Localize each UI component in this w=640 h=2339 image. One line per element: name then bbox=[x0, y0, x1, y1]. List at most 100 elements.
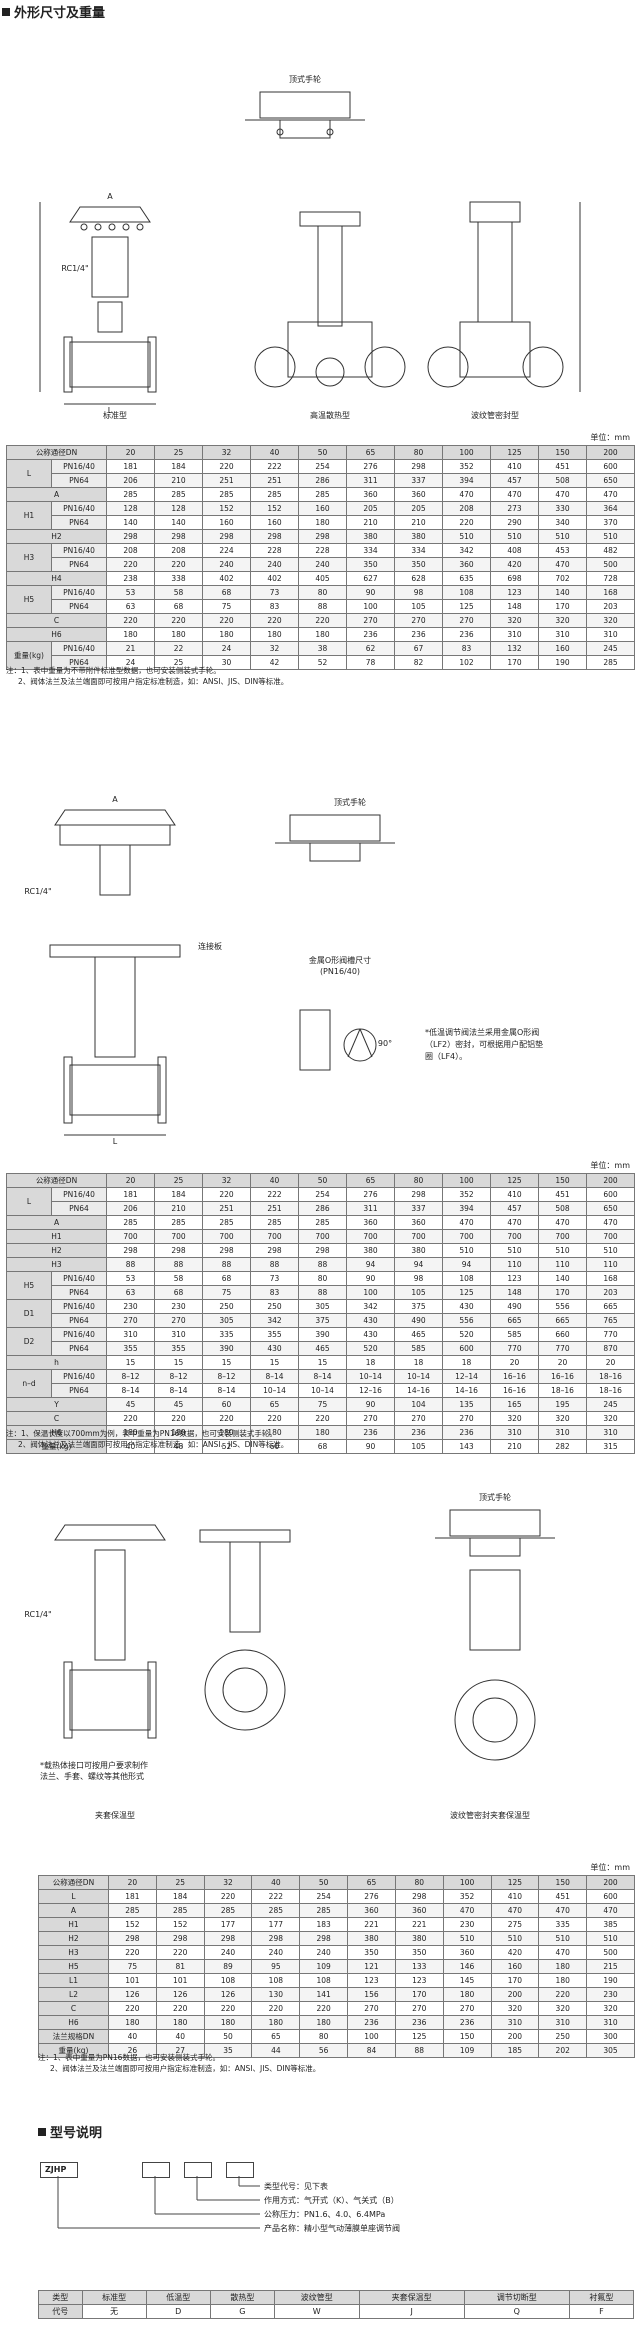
valve-drawing-3 bbox=[54, 1509, 555, 1761]
table-cell: 220 bbox=[250, 1411, 300, 1426]
table-cell: 180 bbox=[538, 1959, 588, 1974]
table-cell: 320 bbox=[586, 613, 636, 628]
table-cell: 88 bbox=[154, 1257, 204, 1272]
row-sub-label: PN16/40 bbox=[50, 641, 108, 656]
table-cell: 510 bbox=[538, 1243, 588, 1258]
table-cell: 60 bbox=[202, 1397, 252, 1412]
table-cell: 390 bbox=[202, 1341, 252, 1356]
table-cell: 50 bbox=[203, 2029, 253, 2044]
table-cell: 53 bbox=[106, 1271, 156, 1286]
table-cell: 56 bbox=[299, 2043, 349, 2058]
table-cell: 285 bbox=[251, 1903, 301, 1918]
table-cell: 254 bbox=[298, 1187, 348, 1202]
table-cell: 310 bbox=[538, 627, 588, 642]
dim-L-label: L bbox=[112, 1137, 118, 1146]
table-cell: 8–14 bbox=[298, 1369, 348, 1384]
table-cell: 310 bbox=[490, 2015, 540, 2030]
header-cell: 150 bbox=[538, 1875, 588, 1890]
table-cell: 62 bbox=[346, 641, 396, 656]
table-cell: 320 bbox=[538, 2001, 588, 2016]
row-group-label: Y bbox=[5, 1397, 108, 1412]
header-cell: 25 bbox=[155, 1875, 205, 1890]
table-cell: 160 bbox=[490, 1959, 540, 1974]
table-cell: 230 bbox=[586, 1987, 635, 2002]
table-cell: 220 bbox=[203, 2001, 253, 2016]
table-cell: 298 bbox=[106, 1243, 156, 1258]
row-sub-label: PN64 bbox=[50, 557, 108, 572]
table-cell: 310 bbox=[586, 627, 636, 642]
table-cell: 298 bbox=[108, 1931, 157, 1946]
table-cell: 109 bbox=[442, 2043, 492, 2058]
table-cell: 200 bbox=[490, 1987, 540, 2002]
table-cell: 240 bbox=[299, 1945, 349, 1960]
table-cell: 20 bbox=[538, 1355, 588, 1370]
table-cell: 465 bbox=[394, 1327, 444, 1342]
row-group-label: H6 bbox=[5, 627, 108, 642]
caption-bellows: 波纹管密封型 bbox=[471, 411, 519, 420]
table-cell: 315 bbox=[586, 1439, 636, 1454]
table-cell: 168 bbox=[586, 1271, 636, 1286]
table-cell: 352 bbox=[442, 1187, 492, 1202]
table-cell: 240 bbox=[251, 1945, 301, 1960]
table-cell: 140 bbox=[538, 585, 588, 600]
table-cell: 470 bbox=[490, 1215, 540, 1230]
table-cell: 250 bbox=[538, 2029, 588, 2044]
table-cell: 18 bbox=[442, 1355, 492, 1370]
dim-L-label: L bbox=[107, 406, 113, 415]
table-cell: 360 bbox=[394, 487, 444, 502]
table-cell: 305 bbox=[586, 2043, 635, 2058]
table-cell: 298 bbox=[394, 1187, 444, 1202]
table-cell: 210 bbox=[346, 515, 396, 530]
table-cell: 352 bbox=[442, 1889, 492, 1904]
row-group-label: H1 bbox=[5, 1229, 108, 1244]
table1-notes: 注：1、表中重量为不带附件标准型数据，也可安装侧装式手轮。 2、阀体法兰及法兰端… bbox=[6, 665, 288, 687]
table-cell: 236 bbox=[394, 627, 444, 642]
table-cell: 220 bbox=[155, 1945, 205, 1960]
header-cell: 40 bbox=[250, 445, 300, 460]
row-group-label: A bbox=[5, 1215, 108, 1230]
table-cell: 500 bbox=[586, 1945, 635, 1960]
table-cell: 65 bbox=[251, 2029, 301, 2044]
table-cell: 451 bbox=[538, 1187, 588, 1202]
table-cell: 355 bbox=[154, 1341, 204, 1356]
table-cell: 310 bbox=[586, 2015, 635, 2030]
table-cell: 342 bbox=[346, 1299, 396, 1314]
table-cell: 75 bbox=[108, 1959, 157, 1974]
table-cell: 73 bbox=[250, 585, 300, 600]
table-cell: 109 bbox=[299, 1959, 349, 1974]
table-cell: 177 bbox=[203, 1917, 253, 1932]
table-cell: 15 bbox=[154, 1355, 204, 1370]
header-dn: 公称通径DN bbox=[5, 445, 108, 460]
table-cell: 123 bbox=[394, 1973, 444, 1988]
table-cell: 95 bbox=[251, 1959, 301, 1974]
note-line: 注：1、保温长度以700mm为例，表中重量为PN16数据，也可安装侧装式手轮。 bbox=[6, 1429, 277, 1438]
table-cell: 408 bbox=[490, 543, 540, 558]
table-cell: 254 bbox=[298, 459, 348, 474]
table-cell: 470 bbox=[442, 1903, 492, 1918]
table-cell: 220 bbox=[108, 1945, 157, 1960]
table-cell: 510 bbox=[586, 1931, 635, 1946]
table-cell: 100 bbox=[346, 1285, 396, 1300]
table-cell: 510 bbox=[442, 1931, 492, 1946]
table-cell: 160 bbox=[202, 515, 252, 530]
table-cell: 700 bbox=[490, 1229, 540, 1244]
model-slot-2 bbox=[184, 2162, 212, 2178]
table-cell: 360 bbox=[442, 557, 492, 572]
table-cell: 89 bbox=[203, 1959, 253, 1974]
table-cell: 200 bbox=[490, 2029, 540, 2044]
header-cell: 150 bbox=[538, 445, 588, 460]
code-header-cell: 调节切断型 bbox=[463, 2290, 570, 2305]
table-cell: 320 bbox=[538, 613, 588, 628]
table-cell: 108 bbox=[203, 1973, 253, 1988]
rc-label: RC1/4" bbox=[24, 1610, 52, 1619]
table-cell: 285 bbox=[250, 1215, 300, 1230]
note-line: 注：1、表中重量为PN16数据，也可安装侧装式手轮。 bbox=[38, 2053, 220, 2062]
table-cell: 298 bbox=[298, 1243, 348, 1258]
header-cell: 20 bbox=[108, 1875, 157, 1890]
row-sub-label: PN16/40 bbox=[50, 585, 108, 600]
table-cell: 10–14 bbox=[250, 1383, 300, 1398]
table-cell: 68 bbox=[298, 1439, 348, 1454]
table-cell: 298 bbox=[394, 459, 444, 474]
table-cell: 320 bbox=[490, 613, 540, 628]
